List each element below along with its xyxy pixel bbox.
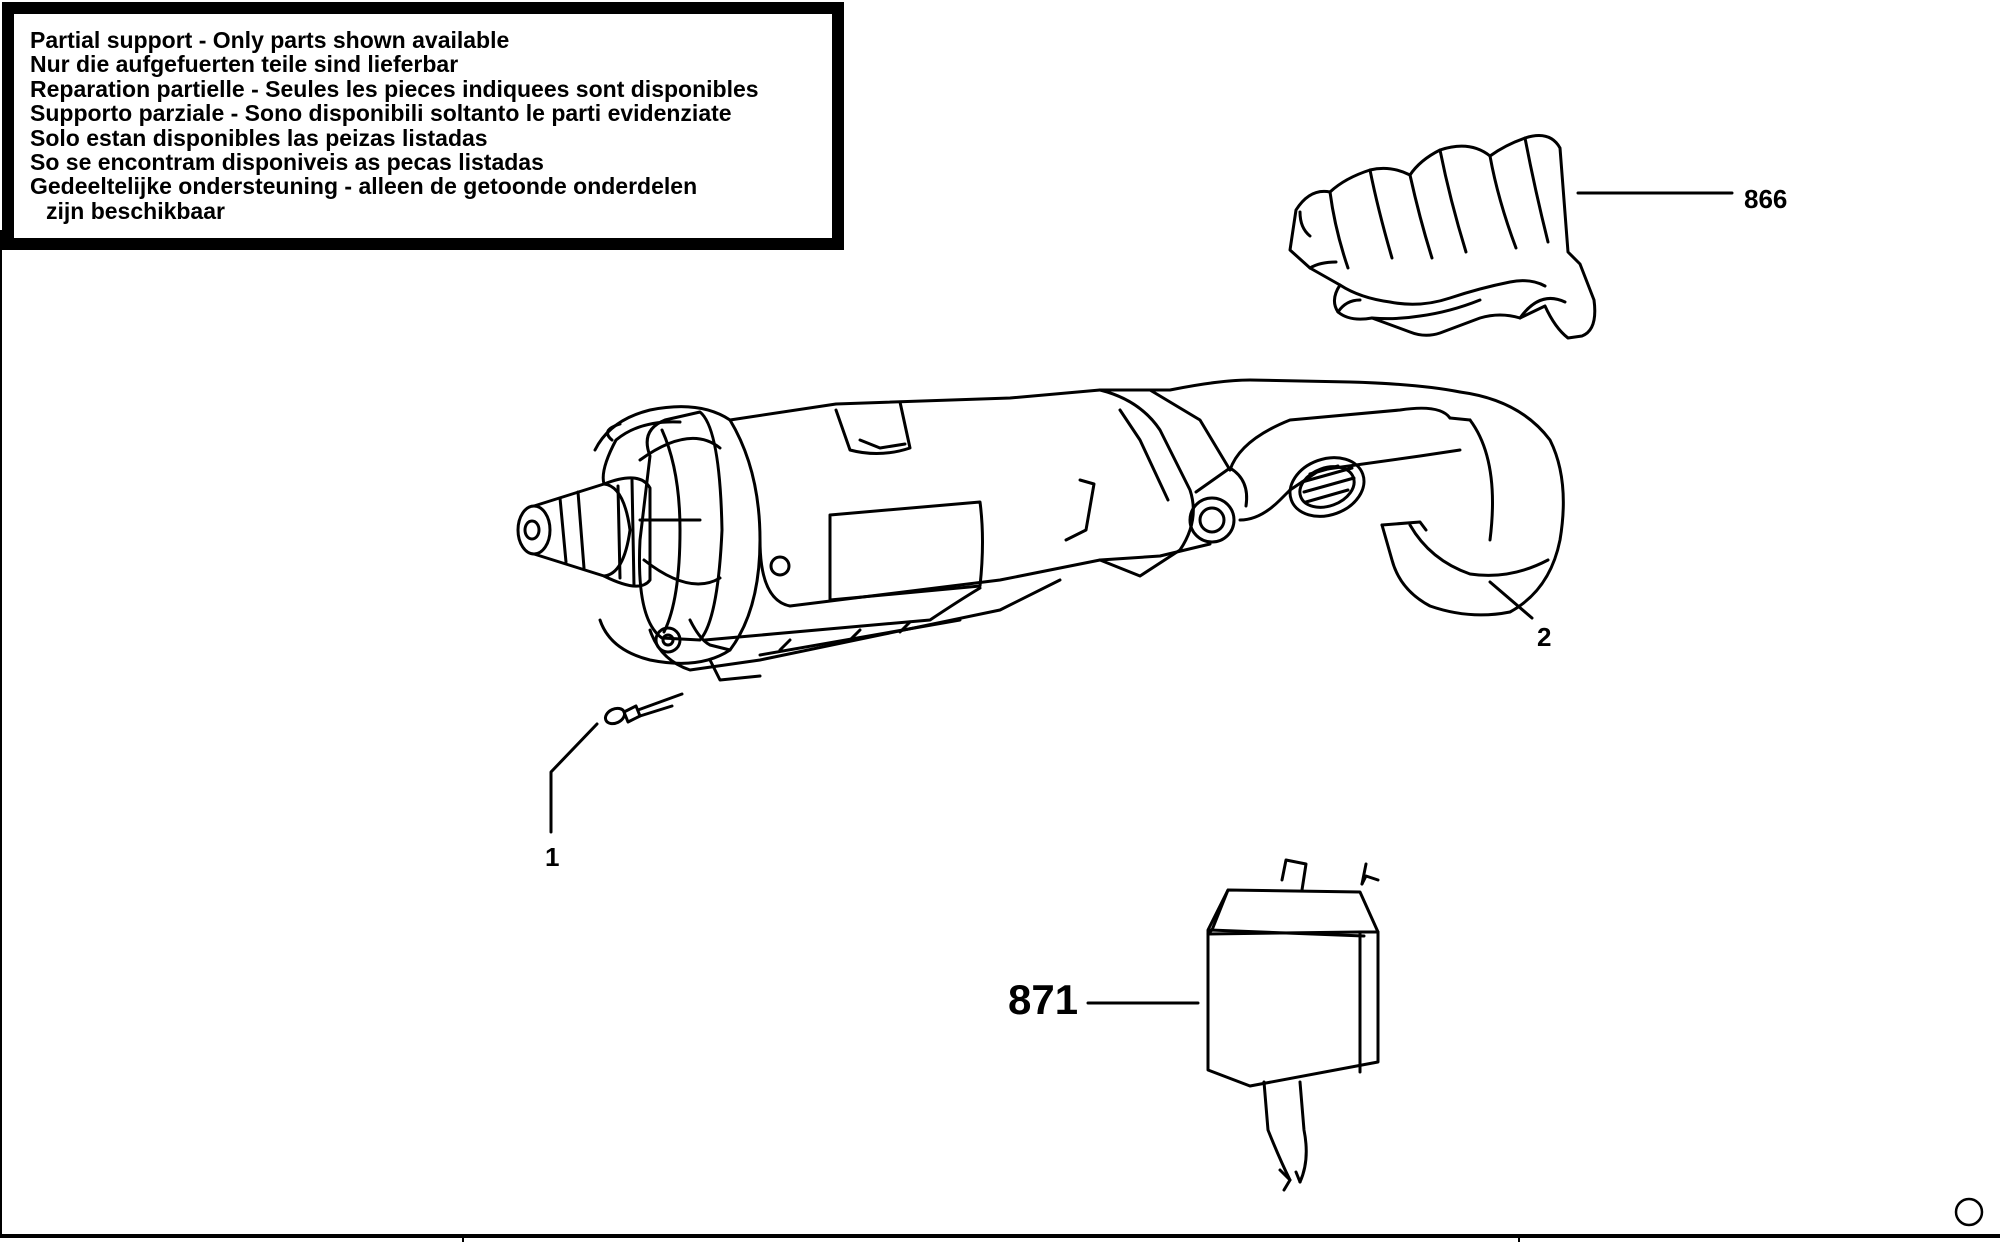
notice-line-it: Supporto parziale - Sono disponibili sol… bbox=[30, 100, 732, 127]
leader-1 bbox=[549, 722, 599, 834]
notice-line-de: Nur die aufgefuerten teile sind lieferba… bbox=[30, 51, 459, 78]
notice-line-nl-cont: zijn beschikbaar bbox=[46, 197, 225, 224]
notice-line-pt: So se encontram disponiveis as pecas lis… bbox=[30, 149, 544, 176]
notice-line-fr: Reparation partielle - Seules les pieces… bbox=[30, 75, 759, 102]
bottom-tick bbox=[1518, 1234, 1520, 1242]
charger-drawing bbox=[1206, 858, 1380, 1192]
screwdriver-drawing bbox=[516, 378, 1565, 682]
notice-line-nl: Gedeeltelijke ondersteuning - alleen de … bbox=[30, 173, 698, 200]
copyright-mark: © bbox=[1954, 1199, 1973, 1230]
partial-support-notice: Partial support - Only parts shown avail… bbox=[2, 2, 844, 250]
battery-pack-drawing bbox=[1288, 134, 1597, 340]
bulb-drawing bbox=[603, 692, 684, 726]
bottom-border bbox=[0, 1234, 2000, 1238]
leader-2 bbox=[1488, 580, 1534, 620]
bottom-tick bbox=[462, 1234, 464, 1242]
copyright-circle bbox=[1954, 1197, 1984, 1227]
ref-label-871: 871 bbox=[1008, 976, 1079, 1023]
ref-label-2: 2 bbox=[1537, 622, 1552, 652]
ref-label-1: 1 bbox=[545, 842, 560, 872]
left-border bbox=[0, 230, 2, 1236]
notice-line-es: Solo estan disponibles las peizas listad… bbox=[30, 124, 488, 151]
notice-line-en: Partial support - Only parts shown avail… bbox=[30, 27, 510, 53]
ref-label-866: 866 bbox=[1744, 184, 1788, 214]
